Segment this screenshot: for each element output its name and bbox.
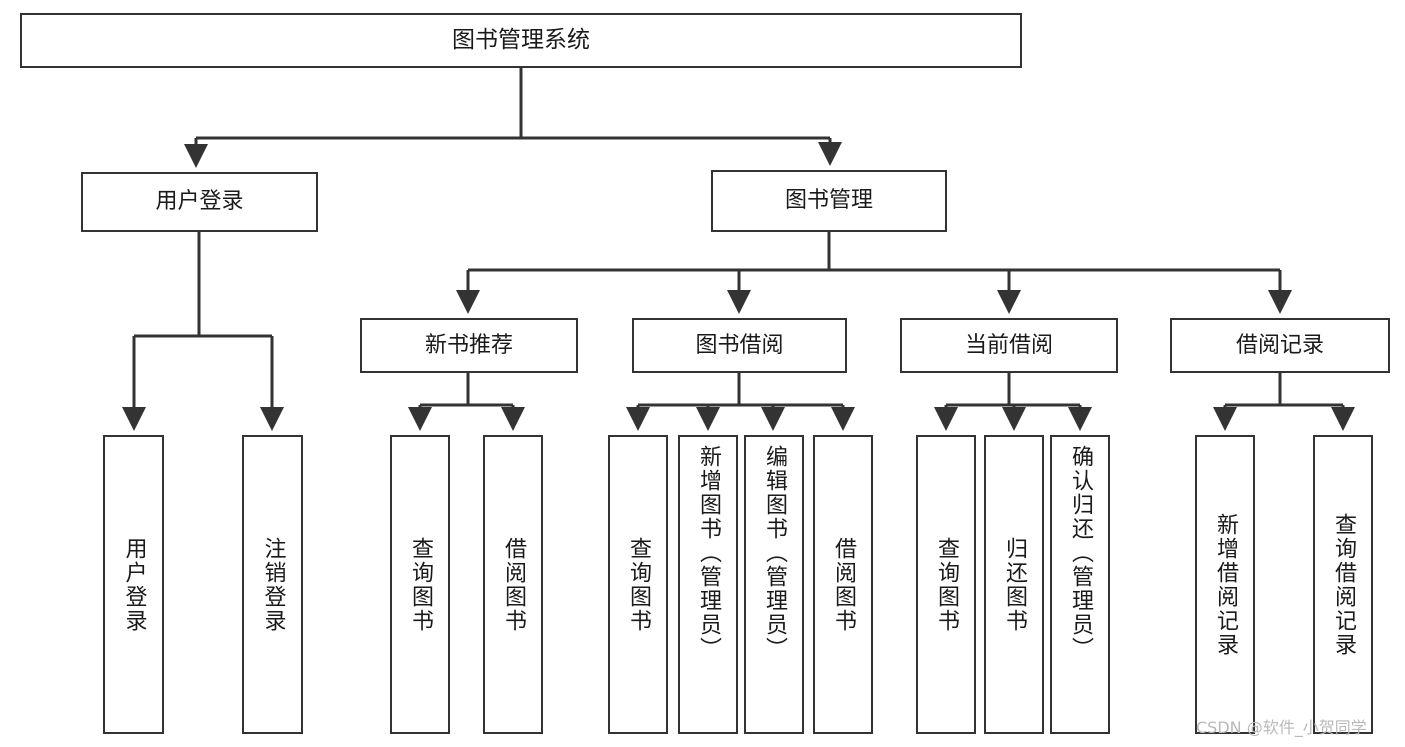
node-user-login[interactable]: 用户登录 xyxy=(81,172,318,232)
node-label: 借阅图书 xyxy=(501,536,526,633)
node-label: 借阅记录 xyxy=(1235,332,1324,358)
node-label: 图书借阅 xyxy=(695,332,784,358)
node-current-borrow[interactable]: 当前借阅 xyxy=(900,318,1118,373)
node-label: 确认归还（管理员） xyxy=(1068,445,1093,661)
node-label: 查询图书 xyxy=(408,536,433,633)
node-leaf-edit-book-admin[interactable]: 编辑图书（管理员） xyxy=(744,435,804,734)
node-label: 当前借阅 xyxy=(964,332,1053,358)
node-leaf-query-borrow-record[interactable]: 查询借阅记录 xyxy=(1313,435,1373,734)
node-leaf-confirm-return-admin[interactable]: 确认归还（管理员） xyxy=(1050,435,1110,734)
node-label: 图书管理 xyxy=(784,188,873,213)
node-leaf-add-book-admin[interactable]: 新增图书（管理员） xyxy=(678,435,738,734)
node-leaf-query-book-recommend[interactable]: 查询图书 xyxy=(390,435,450,734)
node-new-book-recommend[interactable]: 新书推荐 xyxy=(360,318,578,373)
node-label: 借阅图书 xyxy=(831,536,856,633)
node-label: 查询借阅记录 xyxy=(1331,512,1356,657)
node-leaf-user-login[interactable]: 用户登录 xyxy=(103,435,164,734)
node-leaf-query-book-current[interactable]: 查询图书 xyxy=(916,435,976,734)
node-borrow-records[interactable]: 借阅记录 xyxy=(1170,318,1390,373)
node-label: 注销登录 xyxy=(260,536,286,633)
node-label: 新书推荐 xyxy=(424,332,513,358)
node-leaf-query-book[interactable]: 查询图书 xyxy=(608,435,668,734)
node-label: 图书管理系统 xyxy=(452,27,590,53)
node-leaf-return-book[interactable]: 归还图书 xyxy=(984,435,1044,734)
node-book-manage[interactable]: 图书管理 xyxy=(711,170,947,232)
node-leaf-borrow-book-recommend[interactable]: 借阅图书 xyxy=(483,435,543,734)
node-label: 用户登录 xyxy=(121,536,147,633)
node-label: 编辑图书（管理员） xyxy=(762,445,787,661)
node-label: 查询图书 xyxy=(626,536,651,633)
node-book-borrow[interactable]: 图书借阅 xyxy=(632,318,847,373)
node-label: 归还图书 xyxy=(1002,536,1027,633)
node-label: 新增图书（管理员） xyxy=(696,445,721,661)
node-root-system[interactable]: 图书管理系统 xyxy=(20,13,1022,68)
node-leaf-logout[interactable]: 注销登录 xyxy=(242,435,303,734)
node-label: 查询图书 xyxy=(934,536,959,633)
node-leaf-borrow-book[interactable]: 借阅图书 xyxy=(813,435,873,734)
node-label: 用户登录 xyxy=(155,189,244,214)
node-leaf-add-borrow-record[interactable]: 新增借阅记录 xyxy=(1195,435,1255,734)
node-label: 新增借阅记录 xyxy=(1213,512,1238,657)
